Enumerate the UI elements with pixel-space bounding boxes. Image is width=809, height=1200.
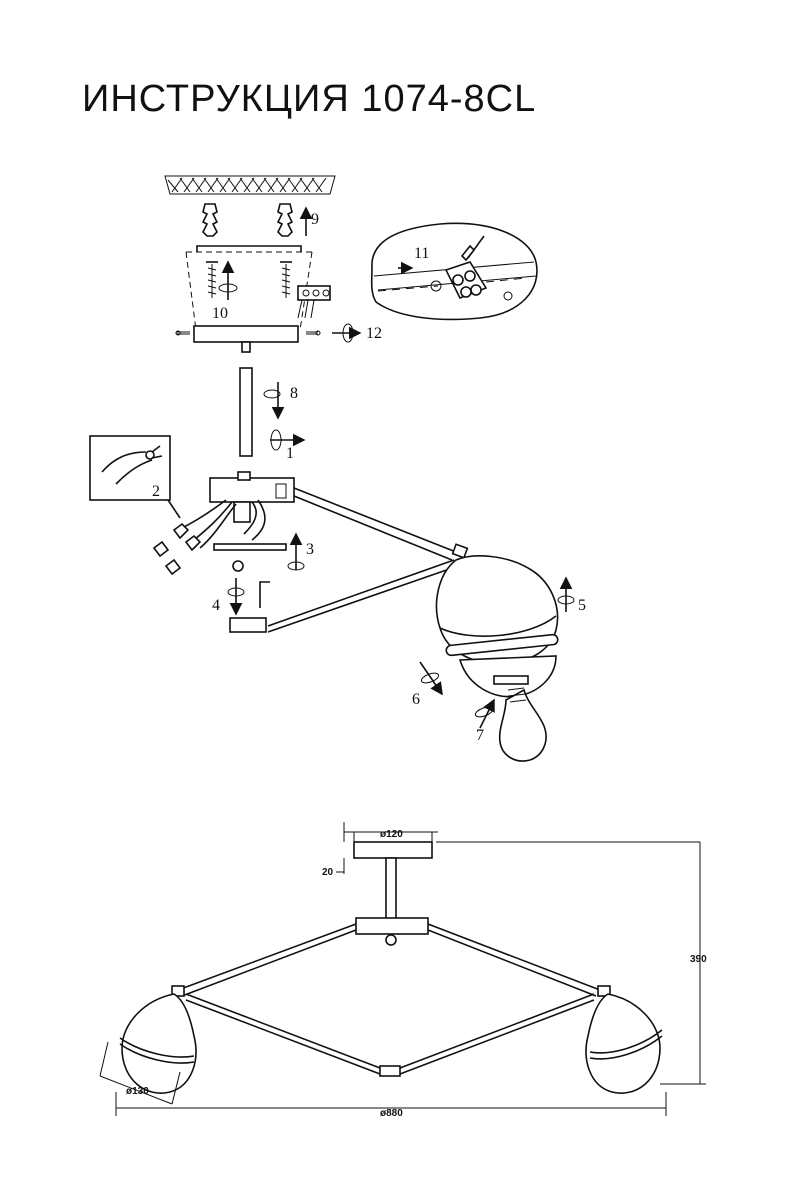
arms <box>229 487 469 633</box>
center-hub <box>152 471 295 576</box>
dim-shade-diameter: ø130 <box>126 1086 149 1097</box>
step-7-label: 7 <box>476 727 484 744</box>
page-title: ИНСТРУКЦИЯ 1074-8CL <box>82 78 537 120</box>
bottom-plate <box>213 543 287 551</box>
step-4-label: 4 <box>212 597 220 614</box>
dim-total-height: 390 <box>690 954 707 965</box>
step-8-label: 8 <box>290 385 298 402</box>
dim-total-width: ø880 <box>380 1108 403 1119</box>
bulb <box>498 687 547 762</box>
mounting-bracket <box>185 245 313 331</box>
step-11-label: 11 <box>414 245 429 262</box>
shade <box>435 555 559 698</box>
step-2-label: 2 <box>152 483 160 500</box>
rod <box>239 367 253 457</box>
pliers-inset <box>89 435 181 519</box>
wall-plug-left <box>201 203 219 237</box>
dim-canopy-height: 20 <box>322 867 334 878</box>
dim-canopy-diameter: ø120 <box>380 829 403 840</box>
screw-right <box>280 261 292 298</box>
step-1-label: 1 <box>286 445 294 462</box>
step-9-label: 9 <box>311 211 319 228</box>
wall-plug-right <box>276 203 294 237</box>
allen-key <box>259 581 270 608</box>
step-3-label: 3 <box>306 541 314 558</box>
step-12-label: 12 <box>366 325 382 342</box>
dimension-lines <box>99 822 706 1116</box>
finial-ball <box>232 560 244 572</box>
step-6-label: 6 <box>412 691 420 708</box>
canopy <box>175 325 321 353</box>
step-10-label: 10 <box>212 305 228 322</box>
screw-left <box>206 261 218 298</box>
wiring-detail-circle <box>370 222 538 321</box>
ceiling-hatch <box>164 175 336 195</box>
terminal-block <box>297 285 331 319</box>
dimension-drawing <box>119 841 663 1094</box>
step-5-label: 5 <box>578 597 586 614</box>
